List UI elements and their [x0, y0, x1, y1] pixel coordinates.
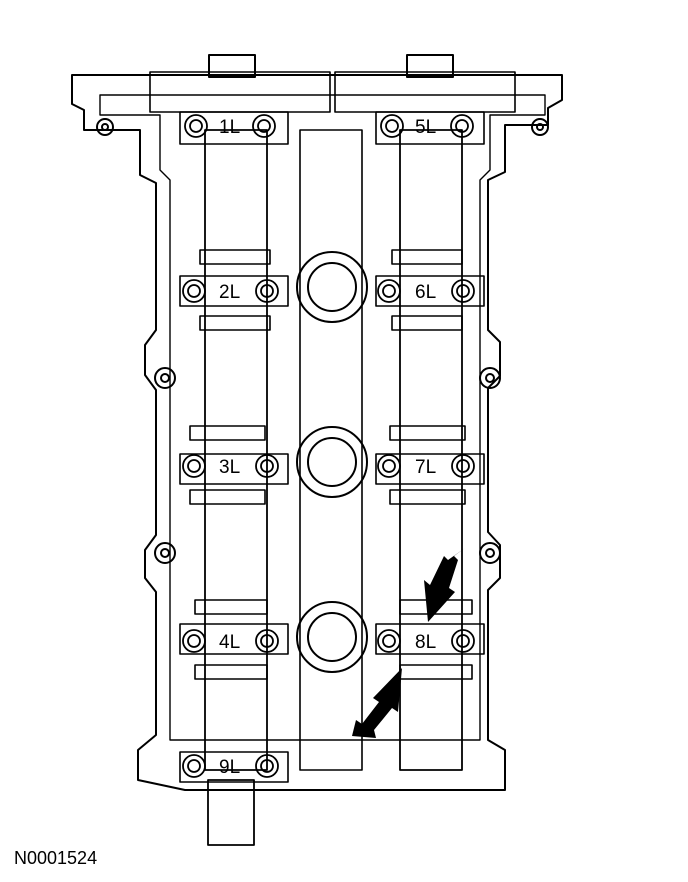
bolt-label-2L: 2L: [219, 282, 240, 303]
head-outline: [71, 74, 563, 791]
camshaft-right: [399, 129, 463, 771]
cam-cap-left-top: [208, 54, 256, 78]
bolt-label-9L: 9L: [219, 757, 240, 778]
camshaft-left: [204, 129, 268, 771]
figure-id: N0001524: [14, 848, 98, 868]
bolt-label-5L: 5L: [415, 117, 436, 138]
spark-plug-wells: [296, 251, 368, 673]
bolt-label-6L: 6L: [415, 282, 436, 303]
bolt-label-7L: 7L: [415, 457, 436, 478]
cam-cap-right-top: [406, 54, 454, 78]
bolt-heads: [182, 114, 475, 778]
rear-protrusion: [207, 779, 255, 846]
arrow-lower: [352, 668, 402, 738]
head-inner-outline: [99, 94, 546, 741]
bolt-label-3L: 3L: [219, 457, 240, 478]
center-passage: [299, 129, 363, 771]
bolt-label-4L: 4L: [219, 632, 240, 653]
mounting-bosses: [96, 118, 549, 564]
bolt-label-1L: 1L: [219, 117, 240, 138]
bolt-label-8L: 8L: [415, 632, 436, 653]
arrow-upper: [424, 548, 465, 622]
bearing-caps: [179, 111, 485, 783]
